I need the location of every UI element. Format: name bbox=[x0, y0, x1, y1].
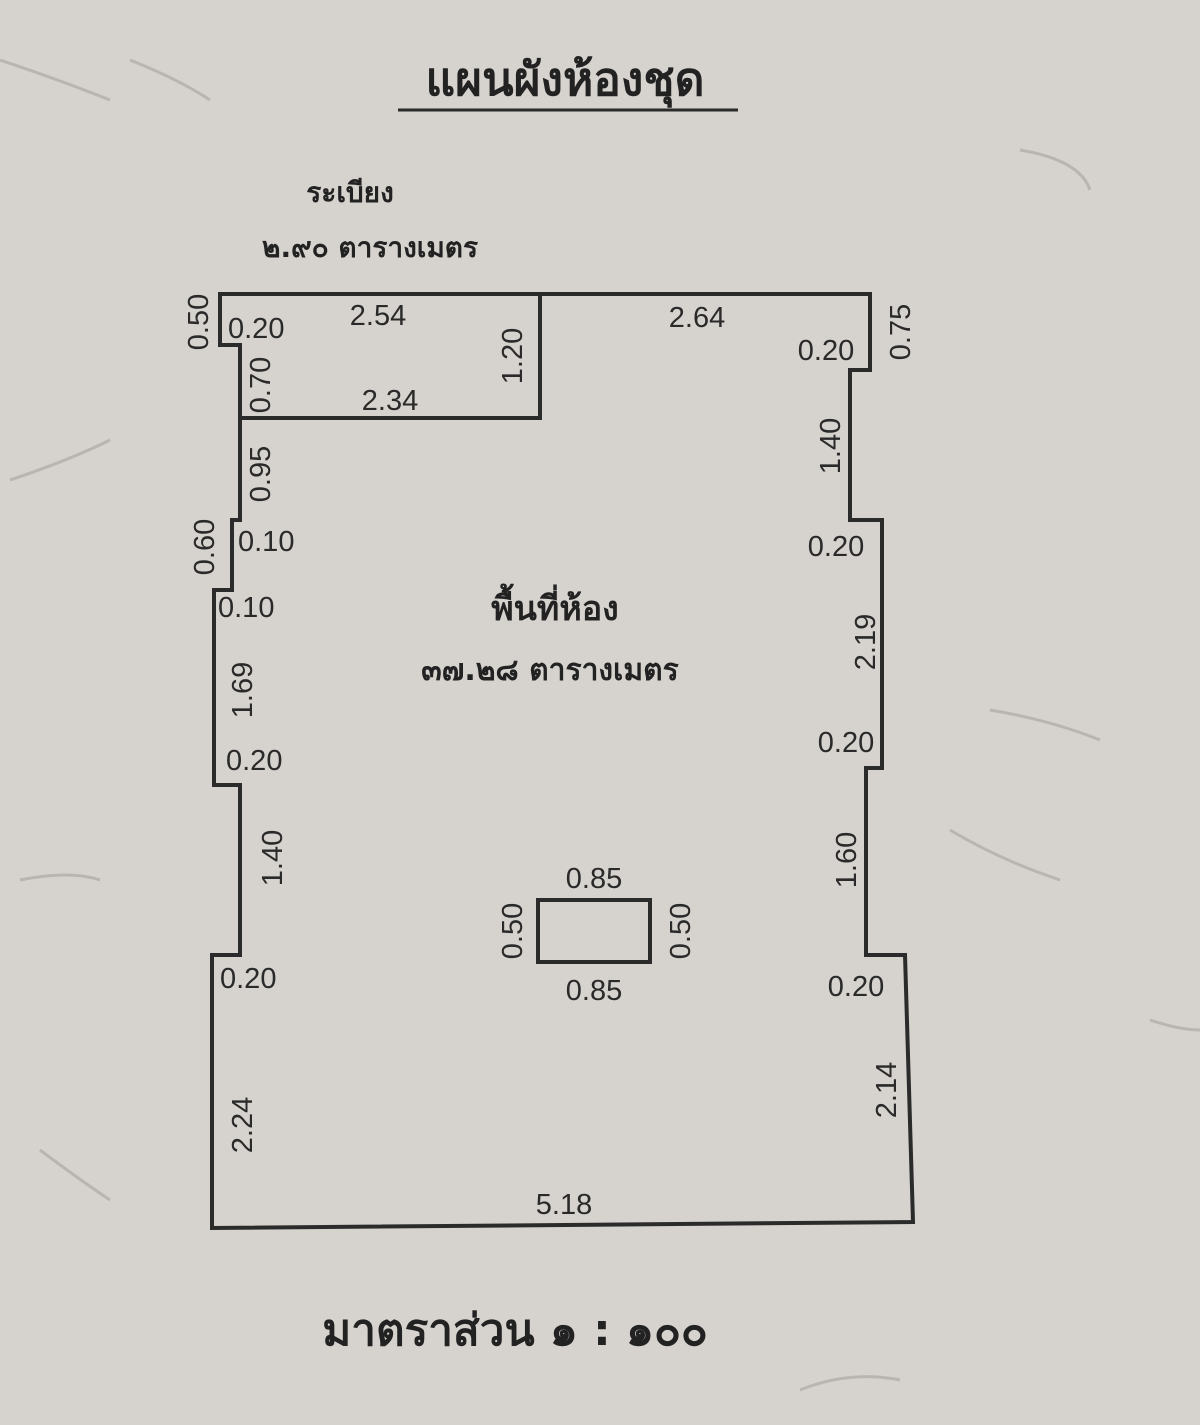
room-label: พื้นที่ห้อง bbox=[491, 583, 619, 629]
dim-label: 5.18 bbox=[536, 1189, 592, 1221]
dim-label: 1.69 bbox=[227, 662, 259, 718]
dim-label: 2.19 bbox=[850, 614, 882, 670]
dim-label: 0.10 bbox=[238, 526, 294, 558]
dim-label: 0.20 bbox=[226, 745, 282, 777]
balcony-area: ๒.๙๐ ตารางเมตร bbox=[262, 231, 478, 264]
dim-label: 0.50 bbox=[497, 903, 529, 959]
scale-label: มาตราส่วน ๑ : ๑๐๐ bbox=[322, 1305, 707, 1356]
dim-label: 0.10 bbox=[218, 592, 274, 624]
dim-label: 0.50 bbox=[665, 903, 697, 959]
dim-label: 0.60 bbox=[189, 519, 221, 575]
dim-label: 0.95 bbox=[245, 446, 277, 502]
plan-title: แผนผังห้องชุด bbox=[426, 52, 705, 108]
dim-label: 0.75 bbox=[885, 304, 917, 360]
room-area: ๓๗.๒๘ ตารางเมตร bbox=[421, 653, 678, 688]
dim-label: 1.60 bbox=[831, 832, 863, 888]
dim-label: 0.20 bbox=[228, 313, 284, 345]
dim-label: 0.85 bbox=[566, 863, 622, 895]
balcony-partition bbox=[240, 294, 542, 420]
room-outline bbox=[210, 292, 916, 1231]
dim-label: 2.24 bbox=[227, 1097, 259, 1153]
dim-label: 2.64 bbox=[669, 302, 725, 334]
dim-label: 2.54 bbox=[350, 300, 406, 332]
dim-label: 1.40 bbox=[815, 418, 847, 474]
dim-label: 2.14 bbox=[871, 1062, 903, 1118]
dim-label: 1.20 bbox=[497, 328, 529, 384]
dim-label: 0.50 bbox=[183, 294, 215, 350]
dim-label: 0.20 bbox=[808, 531, 864, 563]
dim-label: 1.40 bbox=[257, 830, 289, 886]
dim-label: 0.20 bbox=[798, 335, 854, 367]
paper-texture bbox=[0, 58, 1200, 1392]
dim-label: 0.85 bbox=[566, 975, 622, 1007]
dimension-labels: 0.50 0.20 2.54 0.70 2.34 1.20 2.64 0.20 … bbox=[183, 294, 917, 1221]
column bbox=[536, 898, 652, 964]
dim-label: 0.20 bbox=[818, 727, 874, 759]
dim-label: 0.20 bbox=[828, 971, 884, 1003]
balcony-label: ระเบียง bbox=[306, 176, 394, 209]
dim-label: 2.34 bbox=[362, 385, 418, 417]
dim-label: 0.70 bbox=[245, 357, 277, 413]
dim-label: 0.20 bbox=[220, 963, 276, 995]
